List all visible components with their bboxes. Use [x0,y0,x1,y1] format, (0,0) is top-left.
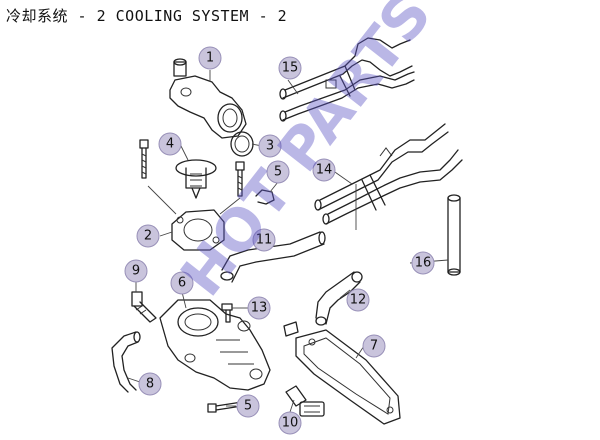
callout-14: 14 [312,158,336,182]
hose-12[interactable] [315,271,363,326]
callout-12: 12 [346,288,370,312]
callout-2: 2 [136,224,160,248]
hose-11[interactable] [220,231,326,283]
svg-text:2: 2 [144,229,152,244]
callout-6: 6 [170,271,194,295]
callout-11: 11 [252,228,276,252]
svg-text:4: 4 [166,137,174,152]
svg-text:8: 8 [146,377,154,392]
svg-text:15: 15 [282,61,299,76]
sensor-9[interactable] [131,291,157,323]
thermostat-housing-1[interactable] [169,58,247,139]
callout-15: 15 [278,56,302,80]
hose-assembly-14[interactable] [314,123,463,225]
svg-text:9: 9 [132,264,140,279]
svg-text:14: 14 [316,163,333,178]
hose-16[interactable] [447,194,461,276]
gasket-2[interactable] [171,209,225,251]
callout-16: 16 [411,251,435,275]
clip-5-upper[interactable] [255,189,275,205]
callout-3: 3 [258,134,282,158]
gasket-plate-7[interactable] [295,329,401,425]
svg-text:3: 3 [266,139,274,154]
svg-text:11: 11 [256,233,273,248]
svg-text:5: 5 [274,165,282,180]
callout-5-upper: 5 [266,160,290,184]
callout-1: 1 [198,46,222,70]
callout-5-lower: 5 [236,394,260,418]
bolt-13[interactable] [221,303,233,323]
svg-text:10: 10 [282,416,299,431]
hose-assembly-15[interactable] [279,37,415,122]
bolt-left[interactable] [139,139,149,179]
nipple-fitting[interactable] [283,321,299,337]
callout-4: 4 [158,132,182,156]
svg-text:6: 6 [178,276,186,291]
o-ring-3[interactable] [230,131,254,157]
callout-10: 10 [278,411,302,435]
thermostat-4[interactable] [175,159,217,199]
svg-text:16: 16 [415,256,432,271]
svg-text:13: 13 [251,301,268,316]
bolt-right[interactable] [235,161,245,197]
watermark: HOT PARTS [167,0,444,309]
callout-8: 8 [138,372,162,396]
svg-text:1: 1 [206,51,214,66]
callout-13: 13 [247,296,271,320]
hose-8[interactable] [111,331,141,393]
page-title: 冷却系统 - 2 COOLING SYSTEM - 2 [6,7,288,25]
sensor-10[interactable] [285,385,325,417]
svg-text:5: 5 [244,399,252,414]
svg-text:12: 12 [350,293,367,308]
svg-text:7: 7 [370,339,378,354]
water-housing-6[interactable] [159,299,271,391]
callout-7: 7 [362,334,386,358]
callout-9: 9 [124,259,148,283]
svg-text:HOT PARTS: HOT PARTS [167,0,444,309]
